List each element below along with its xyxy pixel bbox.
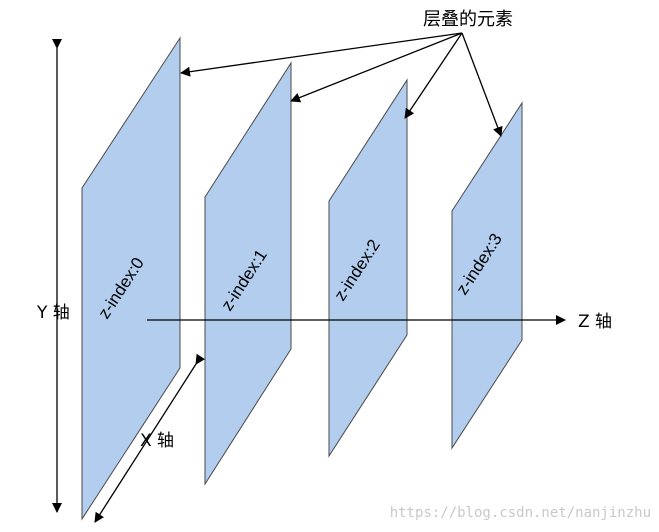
plane-shape-2 xyxy=(328,78,408,458)
plane-shape-3 xyxy=(451,101,523,450)
plane-z-index-2: z-index:2 xyxy=(328,78,408,458)
z-axis-label: Z 轴 xyxy=(578,312,612,332)
y-axis-label: Y 轴 xyxy=(36,303,70,323)
watermark-text: https://blog.csdn.net/nanjinzhu xyxy=(390,505,651,521)
callout-arrows xyxy=(180,32,503,137)
x-axis-label: X 轴 xyxy=(140,431,174,451)
x-axis-line xyxy=(94,353,206,523)
callout-arrow-2 xyxy=(404,32,463,119)
plane-z-index-1: z-index:1 xyxy=(204,61,292,486)
callout-arrow-0 xyxy=(180,32,463,77)
callout-arrow-3 xyxy=(461,32,503,137)
callout-label: 层叠的元素 xyxy=(423,9,513,30)
plane-z-index-3: z-index:3 xyxy=(451,101,523,450)
callout-arrow-1 xyxy=(290,32,463,103)
